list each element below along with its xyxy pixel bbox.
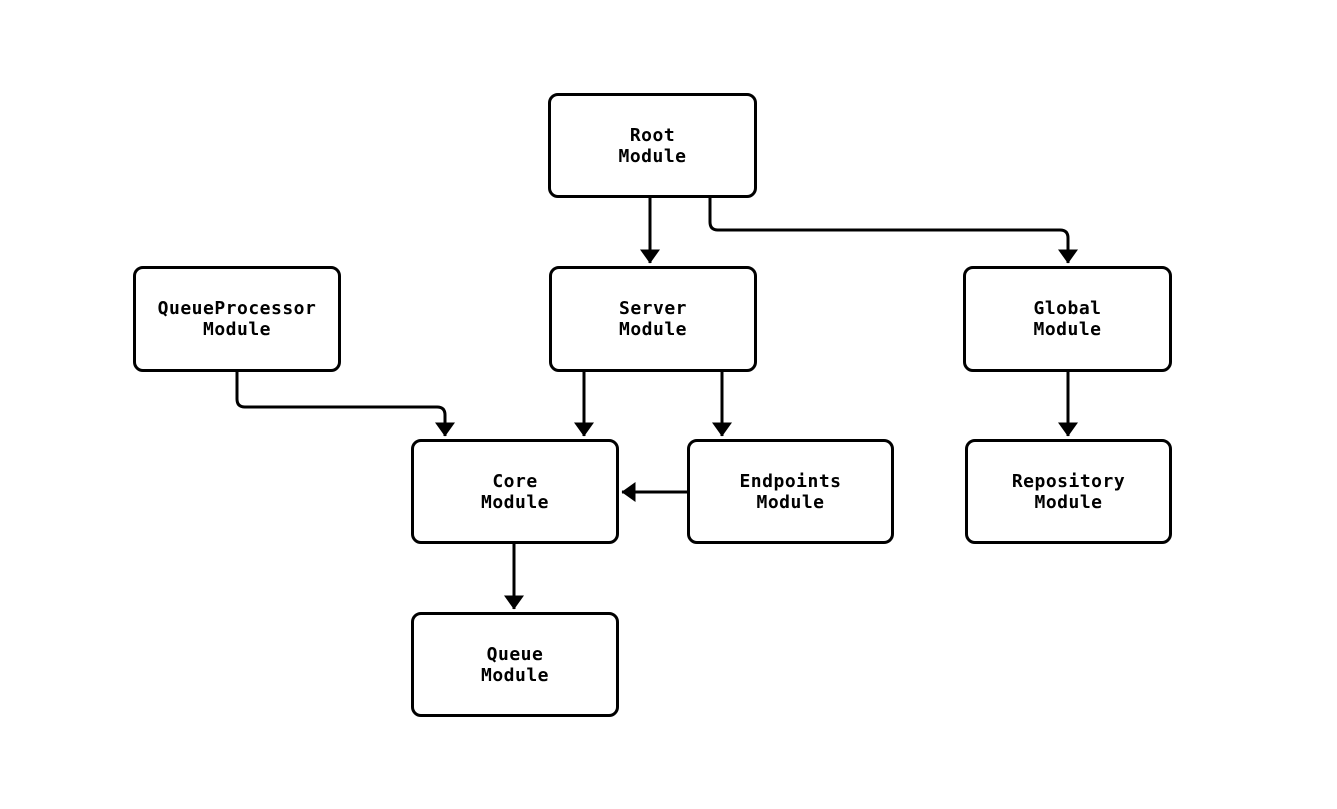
node-queueprocessor-module: QueueProcessor Module <box>133 266 341 372</box>
node-root-label-line2: Module <box>618 145 687 167</box>
node-queueprocessor-label-line2: Module <box>202 319 272 340</box>
edge-root-to-global <box>708 198 1078 264</box>
node-endpoints-module: Endpoints Module <box>687 439 894 544</box>
node-root-label-line1: Root <box>629 124 676 146</box>
node-core-label-line2: Module <box>480 491 550 513</box>
node-repository-module: Repository Module <box>965 439 1172 544</box>
node-server-module: Server Module <box>549 266 757 372</box>
node-server-label-line2: Module <box>618 319 688 340</box>
node-queueprocessor-label-line1: QueueProcessor <box>157 298 317 319</box>
node-repository-label-line1: Repository <box>1011 470 1126 492</box>
node-global-module: Global Module <box>963 266 1172 372</box>
node-queue-module: Queue Module <box>411 612 619 717</box>
node-core-module: Core Module <box>411 439 619 544</box>
node-server-label-line1: Server <box>618 298 688 319</box>
node-core-label-line1: Core <box>492 470 538 492</box>
node-global-label-line1: Global <box>1033 298 1102 319</box>
node-endpoints-label-line2: Module <box>756 491 825 513</box>
edge-queueprocessor-to-core <box>235 372 455 437</box>
node-global-label-line2: Module <box>1033 319 1102 340</box>
node-root-module: Root Module <box>548 93 757 198</box>
node-queue-label-line2: Module <box>480 664 550 686</box>
node-queue-label-line1: Queue <box>486 643 544 665</box>
node-endpoints-label-line1: Endpoints <box>739 470 842 492</box>
node-repository-label-line2: Module <box>1034 491 1103 513</box>
